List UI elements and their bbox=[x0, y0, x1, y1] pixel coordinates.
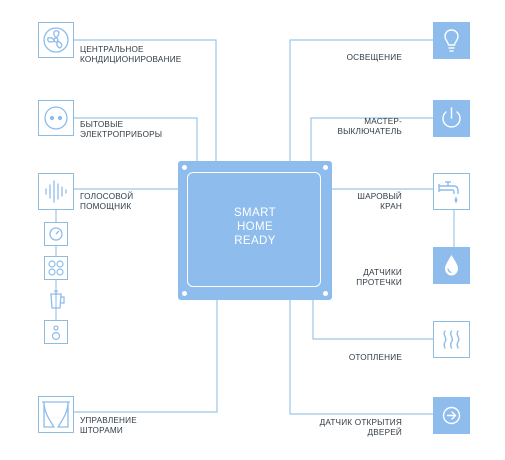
master-switch-label: МАСТЕР- ВЫКЛЮЧАТЕЛЬ bbox=[337, 117, 402, 136]
curtains-icon bbox=[42, 401, 70, 428]
curtains-icon-box bbox=[38, 396, 74, 433]
conditioning-label: ЦЕНТРАЛЬНОЕ КОНДИЦИОНИРОВАНИЕ bbox=[80, 45, 182, 64]
appliances-label: БЫТОВЫЕ ЭЛЕКТРОПРИБОРЫ bbox=[80, 120, 163, 139]
connector-lighting bbox=[289, 39, 433, 161]
faucet-icon bbox=[438, 181, 459, 203]
speaker-icon-box bbox=[44, 320, 68, 344]
hub-screw-bottom-left bbox=[182, 291, 187, 296]
fan-icon bbox=[43, 27, 69, 53]
door-sensor-icon-box bbox=[433, 397, 470, 434]
cooktop-icon bbox=[48, 260, 64, 276]
kettle-icon-box bbox=[44, 288, 68, 312]
lighting-icon-box bbox=[433, 22, 470, 59]
hub-inner-frame bbox=[187, 172, 321, 287]
connector-curtains bbox=[74, 300, 218, 413]
water-drop-icon bbox=[445, 255, 458, 276]
master-switch-icon-box bbox=[433, 100, 470, 137]
leak-sensors-icon-box bbox=[433, 247, 470, 284]
connector-master-switch bbox=[310, 117, 433, 161]
hub-screw-bottom-right bbox=[323, 291, 328, 296]
voice-icon-box bbox=[38, 173, 74, 210]
leak-sensors-label: ДАТЧИКИ ПРОТЕЧКИ bbox=[356, 268, 402, 287]
appliances-icon-box bbox=[38, 100, 74, 136]
door-sensor-label: ДАТЧИК ОТКРЫТИЯ ДВЕРЕЙ bbox=[319, 418, 402, 437]
connector-conditioning bbox=[74, 39, 217, 161]
power-icon bbox=[442, 107, 461, 128]
socket-icon bbox=[44, 106, 68, 130]
hub-screw-top-left bbox=[182, 165, 187, 170]
lightbulb-icon bbox=[444, 29, 459, 52]
smart-home-hub: SMART HOME READY bbox=[178, 161, 332, 300]
connector-appliances bbox=[74, 117, 198, 161]
sound-wave-icon bbox=[45, 180, 67, 203]
conditioning-icon-box bbox=[38, 22, 74, 58]
kettle-icon bbox=[50, 290, 65, 309]
hub-title: SMART HOME READY bbox=[233, 207, 277, 247]
heating-label: ОТОПЛЕНИЕ bbox=[348, 353, 402, 362]
connector-heating bbox=[312, 300, 433, 340]
arrow-right-icon bbox=[442, 406, 461, 425]
hub-screw-top-right bbox=[323, 165, 328, 170]
speaker-icon bbox=[51, 325, 61, 341]
ball-valve-icon-box bbox=[433, 173, 470, 210]
heat-waves-icon bbox=[443, 330, 460, 349]
connector-door-sensor bbox=[289, 300, 433, 415]
curtains-label: УПРАВЛЕНИЕ ШТОРАМИ bbox=[80, 416, 137, 435]
heating-icon-box bbox=[433, 321, 470, 358]
thermostat-icon bbox=[49, 227, 63, 241]
voice-label: ГОЛОСОВОЙ ПОМОЩНИК bbox=[80, 192, 134, 211]
lighting-label: ОСВЕЩЕНИЕ bbox=[346, 53, 402, 62]
thermostat-icon-box bbox=[44, 222, 68, 246]
ball-valve-label: ШАРОВЫЙ КРАН bbox=[357, 192, 402, 211]
cooktop-icon-box bbox=[44, 256, 68, 280]
